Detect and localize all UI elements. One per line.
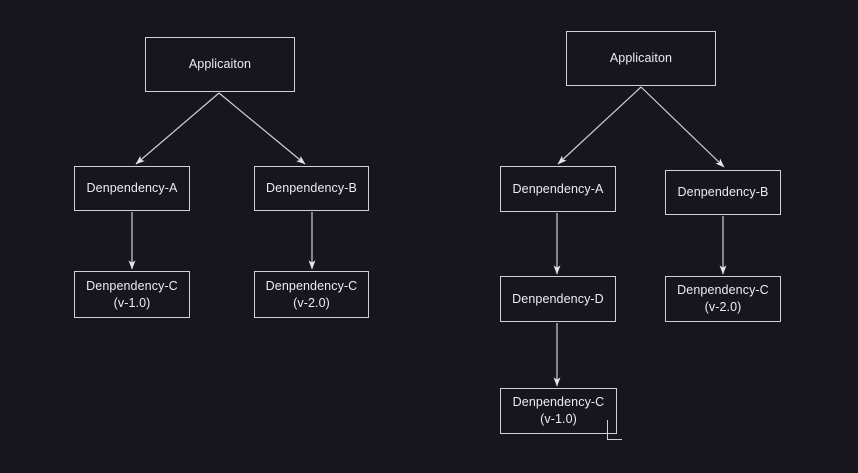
- node-r-dep-a[interactable]: Denpendency-A: [500, 166, 616, 212]
- node-label: Denpendency-C: [677, 283, 769, 298]
- edge-r-app-to-r-dep-a: [557, 86, 642, 165]
- node-r-app[interactable]: Applicaiton: [566, 31, 716, 86]
- node-l-dep-c2[interactable]: Denpendency-C (v-2.0): [254, 271, 369, 318]
- node-l-dep-a[interactable]: Denpendency-A: [74, 166, 190, 211]
- node-label: Denpendency-A: [512, 181, 604, 196]
- node-version-label: (v-1.0): [113, 295, 151, 310]
- node-l-dep-b[interactable]: Denpendency-B: [254, 166, 369, 211]
- node-label: Denpendency-A: [86, 181, 178, 196]
- node-label: Denpendency-B: [266, 181, 357, 196]
- node-r-dep-c2[interactable]: Denpendency-C (v-2.0): [665, 276, 781, 322]
- edge-r-app-to-r-dep-b: [640, 86, 725, 168]
- selection-handle-artifact: [607, 420, 622, 440]
- node-r-dep-d[interactable]: Denpendency-D: [500, 276, 616, 322]
- node-label: Denpendency-B: [677, 185, 769, 200]
- node-label: Denpendency-C: [512, 395, 605, 410]
- node-version-label: (v-2.0): [293, 295, 330, 310]
- node-r-dep-c1[interactable]: Denpendency-C (v-1.0): [500, 388, 617, 434]
- node-label: Applicaiton: [609, 51, 673, 66]
- edge-l-app-to-l-dep-a: [135, 92, 220, 165]
- node-version-label: (v-2.0): [704, 300, 742, 314]
- node-l-dep-c1[interactable]: Denpendency-C (v-1.0): [74, 271, 190, 318]
- node-label: Denpendency-D: [512, 291, 604, 306]
- node-l-app[interactable]: Applicaiton: [145, 37, 295, 92]
- node-label: Denpendency-C: [86, 278, 178, 293]
- node-label: Denpendency-C: [265, 278, 358, 293]
- node-label: Applicaiton: [188, 57, 252, 72]
- node-version-label: (v-1.0): [540, 412, 577, 426]
- edge-l-app-to-l-dep-b: [218, 92, 306, 165]
- node-r-dep-b[interactable]: Denpendency-B: [665, 170, 781, 215]
